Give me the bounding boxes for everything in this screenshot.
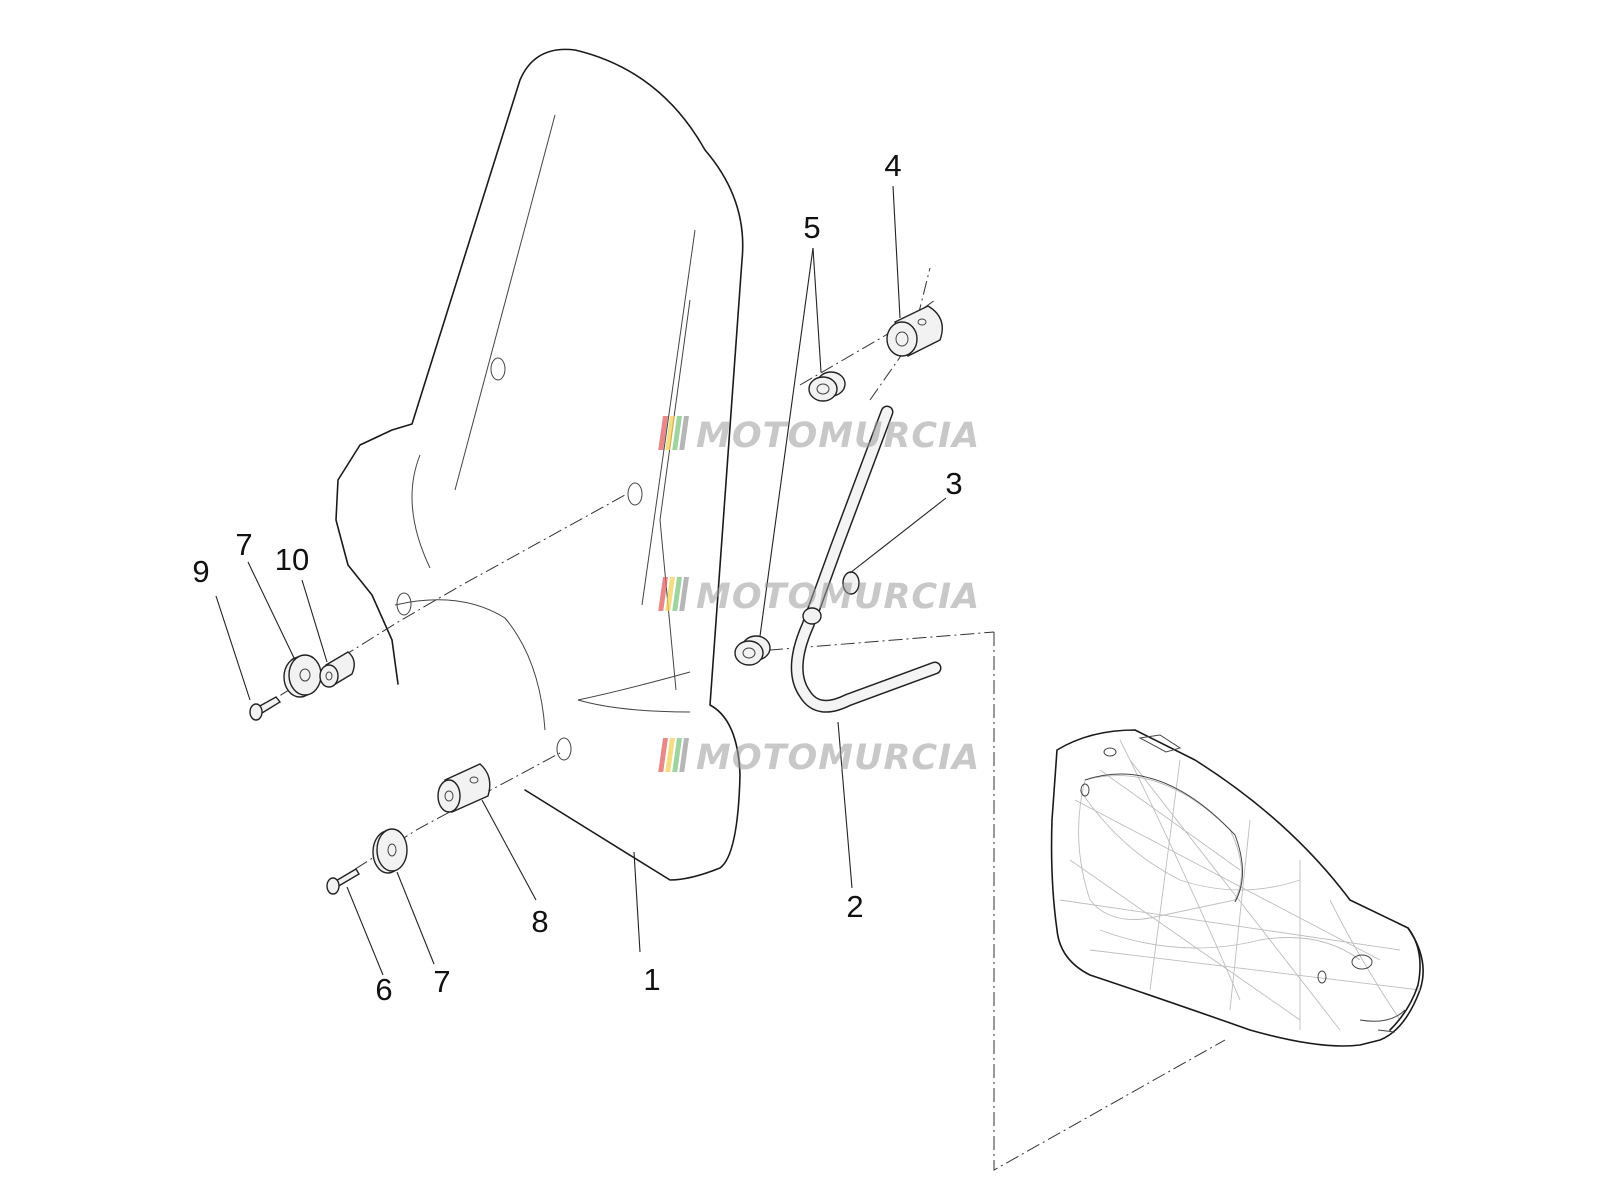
- watermark-stripe: [679, 416, 689, 450]
- rubber-bushing-lower: [734, 635, 771, 666]
- callout-5: 5: [803, 210, 820, 245]
- callout-labels: 1 2 3 4 5 6 7 7 8 9 10: [192, 148, 962, 1007]
- watermark-2: MOTOMURCIA: [658, 577, 980, 617]
- windshield: [335, 48, 744, 881]
- watermark-text: MOTOMURCIA: [696, 577, 980, 617]
- watermark-text: MOTOMURCIA: [696, 416, 980, 456]
- watermark-3: MOTOMURCIA: [658, 738, 980, 778]
- washer-7-upper: [283, 654, 322, 698]
- watermark-stripe: [665, 577, 675, 611]
- callout-2: 2: [846, 889, 863, 924]
- bracket-tube: [790, 405, 942, 713]
- watermark-stripe: [658, 416, 668, 450]
- handlebar-cover: [1050, 729, 1424, 1047]
- watermark-stripe: [672, 738, 682, 772]
- washer-7-lower: [372, 828, 408, 874]
- bushing-10: [319, 651, 355, 688]
- assembly-centerlines: [259, 267, 1226, 1171]
- callout-3: 3: [945, 466, 962, 501]
- rubber-bushing-upper: [808, 371, 846, 402]
- watermark-text: MOTOMURCIA: [696, 738, 980, 778]
- watermark-1: MOTOMURCIA: [658, 416, 980, 456]
- callout-9: 9: [192, 554, 209, 589]
- watermark-stripe: [672, 577, 682, 611]
- callout-10: 10: [275, 542, 309, 577]
- watermark-stripe: [679, 738, 689, 772]
- watermark-stripe: [665, 738, 675, 772]
- watermark-stripe: [658, 738, 668, 772]
- leader-lines: [215, 185, 947, 976]
- callout-4: 4: [884, 148, 901, 183]
- callout-1: 1: [643, 962, 660, 997]
- watermark-stripe: [672, 416, 682, 450]
- watermark-stripe: [679, 577, 689, 611]
- screw-9: [249, 696, 282, 721]
- callout-7-upper: 7: [235, 527, 252, 562]
- spacer-8: [437, 763, 491, 813]
- watermark-stripe: [658, 577, 668, 611]
- callout-6: 6: [375, 972, 392, 1007]
- spacer-sleeve: [886, 305, 943, 357]
- screw-6: [326, 868, 360, 895]
- callout-7-lower: 7: [433, 964, 450, 999]
- watermark-stripe: [665, 416, 675, 450]
- callout-8: 8: [531, 904, 548, 939]
